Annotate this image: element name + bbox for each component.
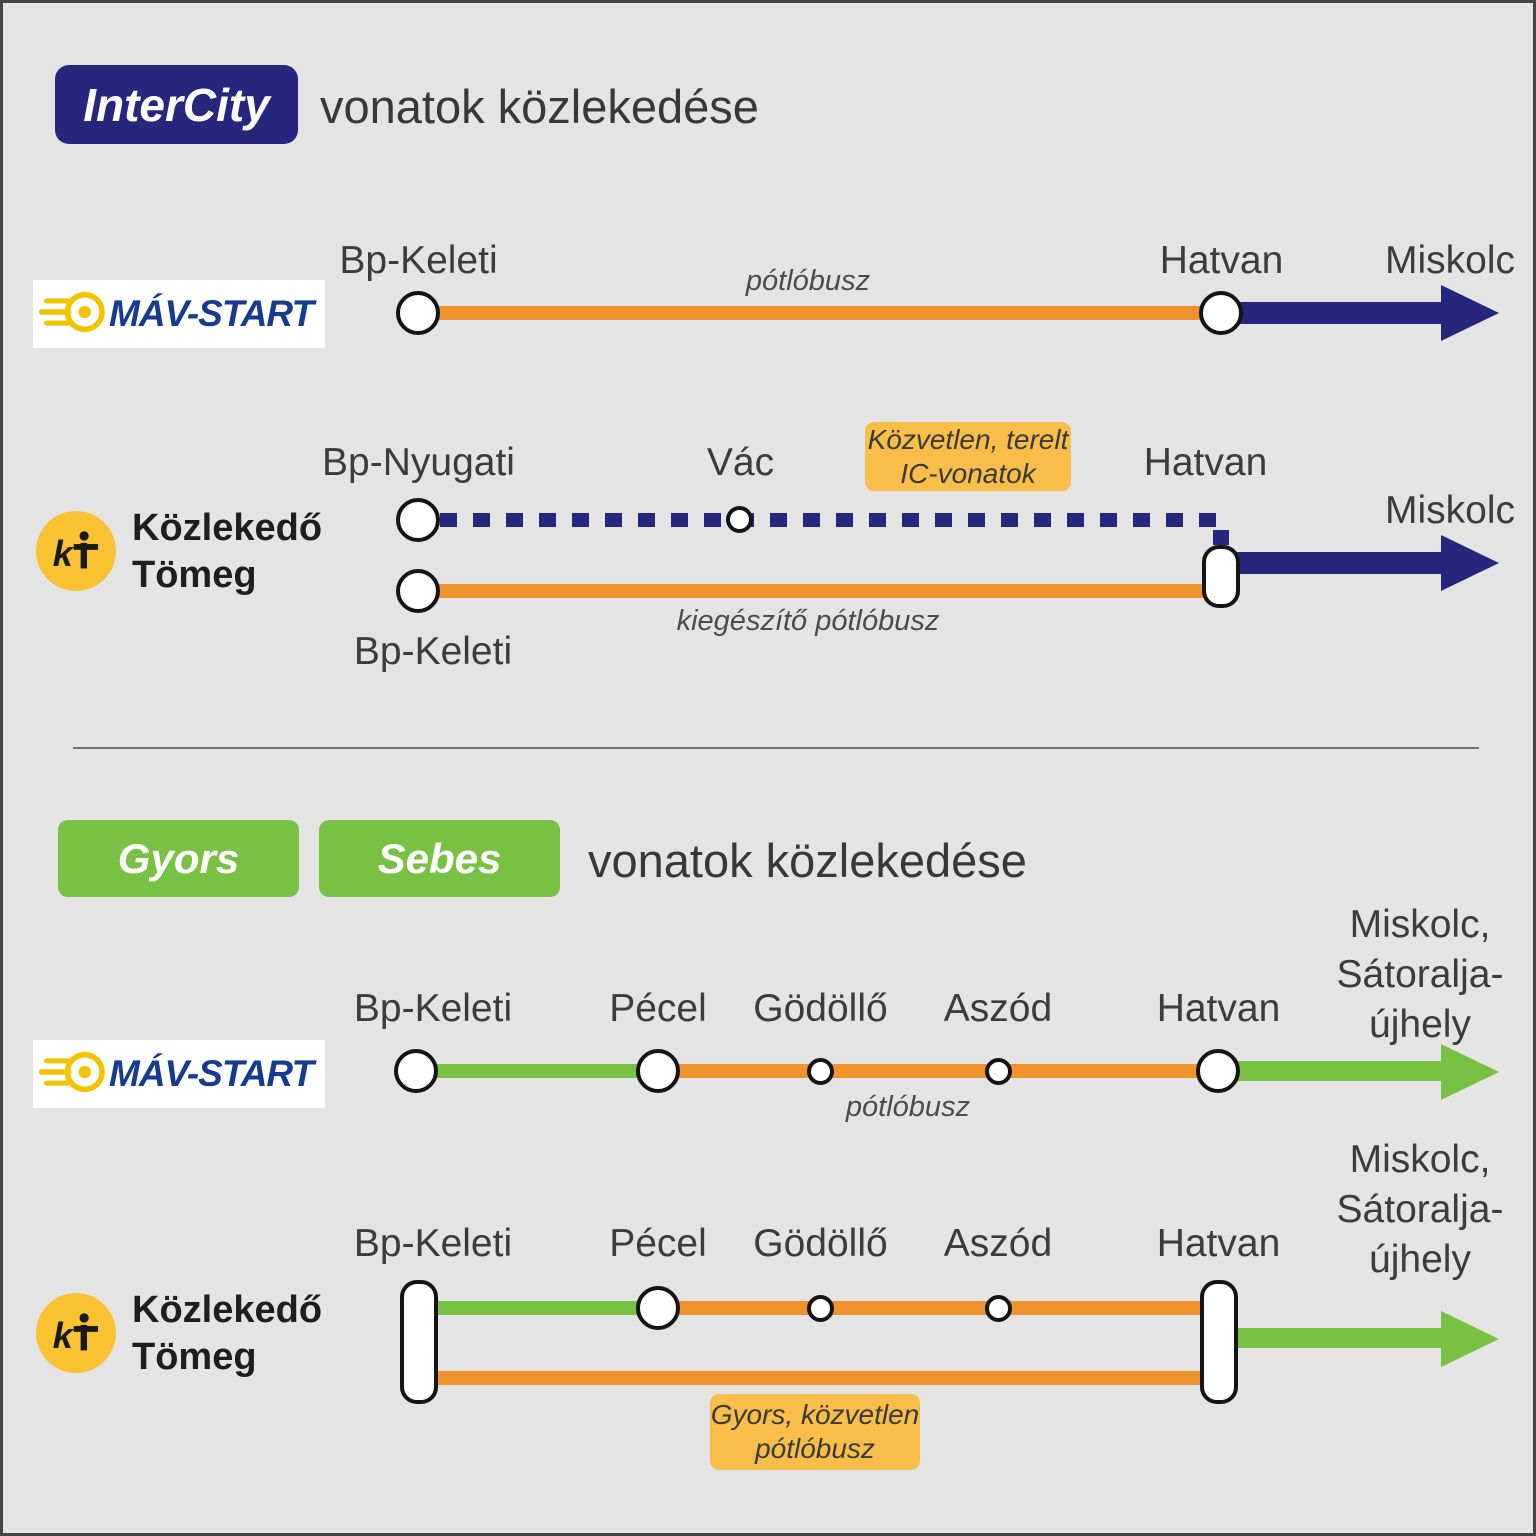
station-marker-godollo-r4 (807, 1295, 834, 1322)
express-note-line1: Gyors, közvetlen (710, 1399, 920, 1430)
dashed-line-connector (1213, 530, 1229, 545)
note-badge-express-bus: Gyors, közvetlen pótlóbusz (710, 1394, 920, 1470)
express-bus-segment-keleti-hatvan (423, 1371, 1213, 1385)
operator-name-2-line2: Tömeg (132, 1336, 257, 1378)
mav-emblem-icon (38, 284, 107, 345)
station-label-pecel-r3: Pécel (609, 987, 707, 1030)
station-label-hatvan-kt: Hatvan (1143, 441, 1268, 484)
station-marker-godollo-r3 (807, 1058, 834, 1085)
station-label-hatvan-r3: Hatvan (1156, 987, 1281, 1030)
operator-name-line1: Közlekedő (132, 507, 323, 549)
destination-line3: újhely (1369, 1003, 1471, 1046)
station-marker-hatvan-interchange-r4 (1200, 1280, 1238, 1404)
station-label-hatvan: Hatvan (1159, 239, 1284, 282)
train-arrow-shaft-r4 (1237, 1328, 1443, 1348)
section-divider (73, 747, 1479, 749)
kt-glyph-k-2: k (53, 1315, 75, 1356)
express-note-line2: pótlóbusz (755, 1433, 875, 1464)
station-marker-vac (726, 506, 753, 533)
train-segment-keleti-pecel (416, 1064, 658, 1078)
station-marker-bp-keleti-kt (396, 569, 440, 613)
destination-r4-line2: Sátoralja- (1336, 1188, 1504, 1231)
station-marker-bp-nyugati (396, 498, 440, 542)
destination-label-r4: Miskolc, Sátoralja- újhely (1331, 1135, 1509, 1285)
operator-name-2-line1: Közlekedő (132, 1289, 323, 1331)
train-arrowhead-r4-icon (1441, 1311, 1499, 1367)
train-arrow-shaft-kt (1235, 552, 1443, 574)
mav-emblem-icon-2 (38, 1044, 107, 1105)
station-marker-hatvan (1199, 291, 1243, 335)
station-label-bp-keleti-below: Bp-Keleti (353, 630, 513, 673)
operator-name-line2: Tömeg (132, 554, 257, 596)
station-marker-aszod-r4 (985, 1295, 1012, 1322)
gyors-sebes-section-title: vonatok közlekedése (588, 834, 1027, 887)
train-arrowhead-icon (1441, 285, 1499, 341)
note-line1: Közvetlen, terelt (867, 423, 1069, 455)
station-label-vac: Vác (706, 441, 775, 484)
diverted-ic-dashed-line (440, 513, 1220, 527)
operator-name-kt: Közlekedő Tömeg (132, 505, 322, 599)
station-label-bp-keleti-r4: Bp-Keleti (353, 1222, 513, 1265)
station-marker-pecel-r3 (636, 1049, 680, 1093)
destination-line1: Miskolc, (1349, 903, 1491, 946)
station-label-miskolc-kt: Miskolc (1384, 489, 1515, 532)
station-marker-bp-keleti (396, 291, 440, 335)
supplementary-bus-line (422, 584, 1208, 598)
kt-logo-glyph-icon-2: k (53, 1313, 99, 1356)
train-arrow-shaft-r3 (1235, 1061, 1443, 1081)
station-marker-aszod-r3 (985, 1058, 1012, 1085)
destination-line2: Sátoralja- (1336, 953, 1504, 996)
intercity-badge: InterCity (55, 65, 298, 144)
mav-start-logo: MÁV-START (33, 280, 325, 348)
station-label-miskolc: Miskolc (1384, 239, 1515, 282)
station-label-bp-keleti: Bp-Keleti (339, 239, 498, 282)
bus-segment-pecel-hatvan (658, 1064, 1218, 1078)
train-arrowhead-kt-icon (1441, 535, 1499, 591)
operator-name-kt-2: Közlekedő Tömeg (132, 1287, 322, 1381)
destination-label-r3: Miskolc, Sátoralja- újhely (1331, 900, 1509, 1050)
bus-segment-pecel-hatvan-r4 (658, 1301, 1213, 1315)
destination-r4-line1: Miskolc, (1349, 1138, 1491, 1181)
station-label-bp-nyugati: Bp-Nyugati (322, 441, 515, 484)
replacement-bus-line (422, 306, 1223, 320)
station-label-godollo-r3: Gödöllő (753, 987, 888, 1030)
mav-logo-text-2: MÁV-START (109, 1053, 314, 1094)
station-label-godollo-r4: Gödöllő (753, 1222, 888, 1265)
station-marker-bp-keleti-interchange (400, 1280, 438, 1404)
station-label-aszod-r3: Aszód (943, 987, 1053, 1030)
train-arrow-shaft (1231, 302, 1443, 324)
station-marker-pecel-r4 (636, 1286, 680, 1330)
destination-r4-line3: újhely (1369, 1238, 1471, 1281)
train-segment-keleti-pecel-r4 (423, 1301, 658, 1315)
note-badge-diverted-ic: Közvetlen, terelt IC-vonatok (865, 422, 1071, 491)
train-arrowhead-r3-icon (1441, 1044, 1499, 1100)
station-label-aszod-r4: Aszód (943, 1222, 1053, 1265)
line-label-kiegeszito: kiegészítő pótlóbusz (676, 605, 940, 637)
mav-start-logo-2: MÁV-START (33, 1040, 325, 1108)
station-marker-bp-keleti-r3 (394, 1049, 438, 1093)
kt-logo: k (36, 511, 116, 591)
kt-logo-2: k (36, 1293, 116, 1373)
line-label-potlobusz-r3: pótlóbusz (845, 1091, 971, 1123)
station-label-pecel-r4: Pécel (609, 1222, 707, 1265)
station-label-hatvan-r4: Hatvan (1156, 1222, 1281, 1265)
kt-glyph-k: k (53, 533, 75, 574)
intercity-section-title: vonatok közlekedése (320, 80, 759, 133)
sebes-badge: Sebes (319, 820, 560, 897)
mav-logo-text: MÁV-START (109, 293, 314, 334)
kt-logo-glyph-icon: k (53, 531, 99, 574)
station-marker-hatvan-r3 (1196, 1049, 1240, 1093)
note-line2: IC-vonatok (900, 457, 1036, 489)
line-label-potlobusz: pótlóbusz (745, 265, 871, 297)
gyors-badge: Gyors (58, 820, 299, 897)
station-label-bp-keleti-r3: Bp-Keleti (353, 987, 513, 1030)
station-marker-hatvan-interchange (1202, 545, 1240, 608)
